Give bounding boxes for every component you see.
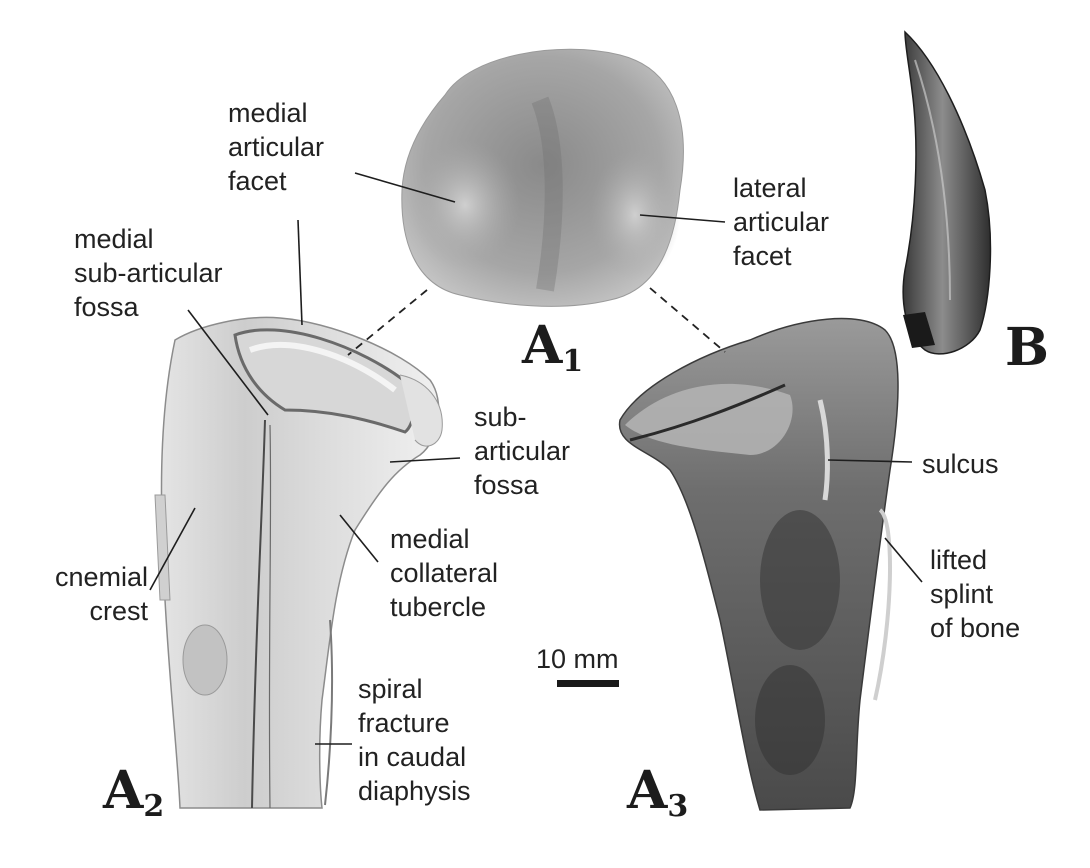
label-lateral-articular-facet: lateral articular facet: [733, 173, 830, 271]
panel-label-a3: A3: [627, 760, 689, 825]
leader-medial-articular-facet-a2: [297, 219, 303, 326]
specimen-b-tooth: [902, 30, 992, 355]
label-spiral-fracture: spiral fracture in caudal diaphysis: [358, 674, 471, 806]
label-sulcus: sulcus: [922, 449, 999, 479]
leader-cnemial-crest: [149, 507, 196, 591]
panel-label-b: B: [1005, 317, 1049, 378]
specimen-a2: [154, 316, 443, 809]
label-medial-subarticular-fossa: medial sub-articular fossa: [74, 224, 223, 322]
leader-medial-subarticular-fossa: [187, 309, 269, 416]
label-subarticular-fossa: sub- articular fossa: [474, 402, 571, 500]
label-medial-articular-facet: medial articular facet: [228, 98, 325, 196]
label-lifted-splint: lifted splint of bone: [930, 545, 1021, 643]
leader-lifted-splint: [884, 537, 923, 583]
label-medial-collateral-tubercle: medial collateral tubercle: [390, 524, 499, 622]
connector-a1-a2: [347, 289, 428, 356]
scale-bar: [557, 680, 619, 687]
leader-sulcus: [827, 459, 913, 463]
leader-medial-articular-facet: [354, 172, 456, 203]
panel-label-a1: A1: [522, 315, 584, 380]
leader-lateral-articular-facet: [639, 214, 726, 223]
specimen-a1: [401, 48, 684, 307]
scale-bar-label: 10 mm: [536, 644, 619, 674]
connector-a1-a3: [649, 287, 726, 353]
leader-medial-collateral-tubercle: [339, 514, 379, 563]
leader-subarticular-fossa: [389, 457, 461, 463]
leader-lines: [149, 172, 923, 745]
label-cnemial-crest: cnemial crest: [54, 562, 148, 626]
panel-label-a2: A2: [103, 760, 165, 825]
specimen-a3: [618, 317, 899, 811]
